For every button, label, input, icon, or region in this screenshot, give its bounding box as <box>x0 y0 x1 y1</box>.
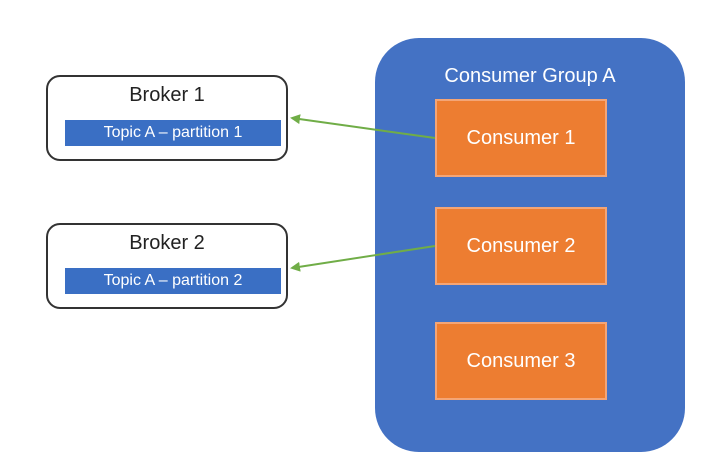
broker-2-box: Broker 2 Topic A – partition 2 <box>46 223 288 309</box>
consumer-2-box: Consumer 2 <box>435 207 607 285</box>
consumer-3-box: Consumer 3 <box>435 322 607 400</box>
broker-1-box: Broker 1 Topic A – partition 1 <box>46 75 288 161</box>
broker-1-partition: Topic A – partition 1 <box>65 120 281 146</box>
broker-2-title: Broker 2 <box>129 232 205 254</box>
consumer-1-box: Consumer 1 <box>435 99 607 177</box>
broker-2-partition: Topic A – partition 2 <box>65 268 281 294</box>
consumer-group-title: Consumer Group A <box>444 65 616 87</box>
broker-1-title: Broker 1 <box>129 84 205 106</box>
